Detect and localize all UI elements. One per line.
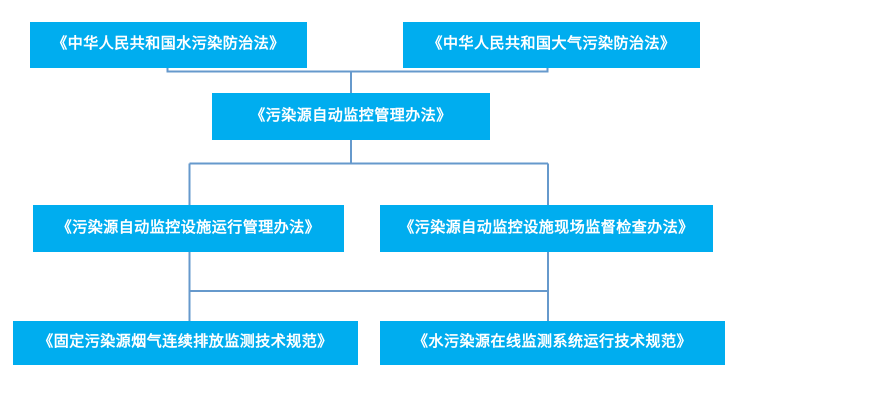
- node-water-online-monitoring-system-spec[interactable]: 《水污染源在线监测系统运行技术规范》: [380, 321, 725, 365]
- node-automatic-monitoring-management-measures[interactable]: 《污染源自动监控管理办法》: [212, 93, 490, 140]
- node-label: 《水污染源在线监测系统运行技术规范》: [412, 334, 692, 351]
- node-label: 《污染源自动监控设施运行管理办法》: [56, 219, 321, 236]
- node-facility-operation-management-measures[interactable]: 《污染源自动监控设施运行管理办法》: [33, 205, 344, 252]
- node-stationary-source-flue-gas-cems-spec[interactable]: 《固定污染源烟气连续排放监测技术规范》: [13, 321, 358, 365]
- node-label: 《污染源自动监控设施现场监督检查办法》: [399, 219, 694, 236]
- node-label: 《固定污染源烟气连续排放监测技术规范》: [38, 334, 333, 351]
- node-onsite-supervision-inspection-measures[interactable]: 《污染源自动监控设施现场监督检查办法》: [380, 205, 713, 252]
- node-water-pollution-law[interactable]: 《中华人民共和国水污染防治法》: [30, 22, 307, 68]
- node-label: 《中华人民共和国水污染防治法》: [52, 36, 285, 53]
- node-label: 《污染源自动监控管理办法》: [250, 107, 452, 124]
- node-air-pollution-law[interactable]: 《中华人民共和国大气污染防治法》: [403, 22, 700, 68]
- connector-level1-bracket: [166, 68, 549, 73]
- node-label: 《中华人民共和国大气污染防治法》: [427, 36, 676, 53]
